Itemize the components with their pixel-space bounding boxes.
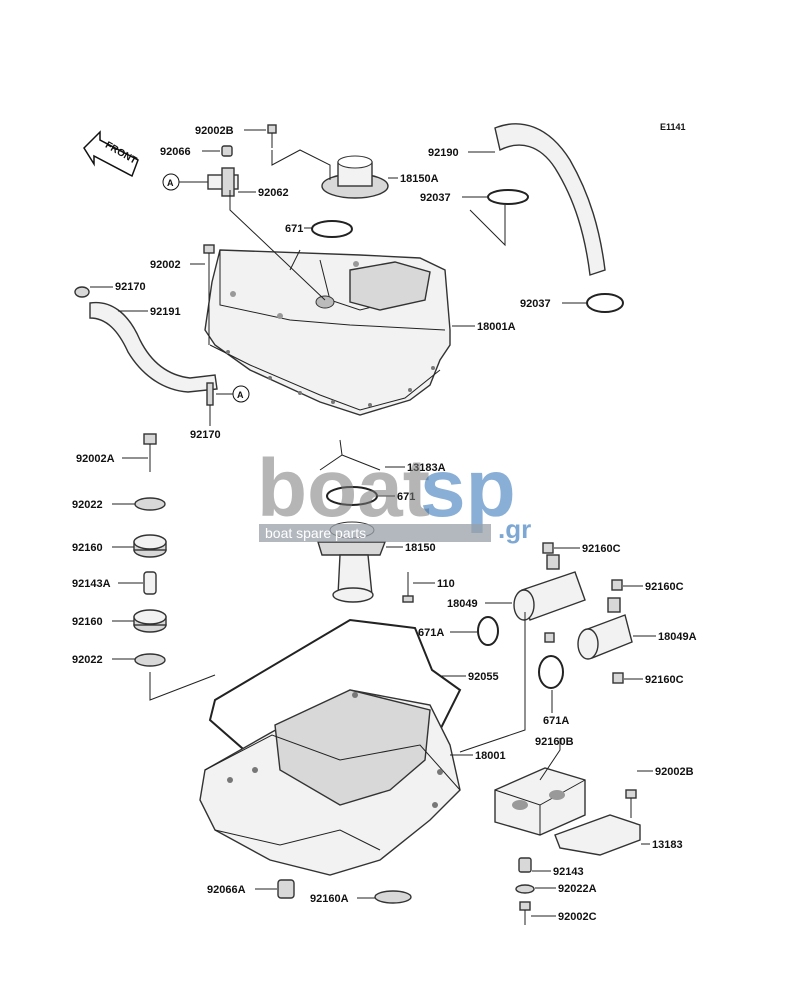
o-ring-mid [326,486,378,506]
tube-18049a [577,597,633,660]
label-92002: 92002 [150,259,181,271]
label-671A-bottom: 671A [543,715,569,727]
fitting-92062 [207,167,239,197]
bolt-92002 [203,244,215,275]
clip-92160c-bottom [612,672,624,684]
label-92190: 92190 [428,147,459,159]
label-18001: 18001 [475,750,506,762]
label-92160B: 92160B [535,736,574,748]
svg-text:boat spare parts: boat spare parts [265,525,366,541]
svg-text:A: A [167,178,174,188]
washer-92022-bottom [134,653,166,667]
hose-large [494,123,606,276]
label-92160-top: 92160 [72,542,103,554]
label-92037-top: 92037 [420,192,451,204]
part-labels: 92002B 92066 92062 18150A 92190 92037 67… [72,125,697,923]
label-671A-left: 671A [418,627,444,639]
inlet-flange-top [321,155,389,199]
stud-92170 [206,382,214,406]
front-arrow-icon: FRONT [83,130,139,178]
label-92002C: 92002C [558,911,597,923]
hose-clamp-right [586,293,624,313]
label-92160C-mid: 92160C [645,581,684,593]
air-box-cover [204,249,451,416]
label-92002B-right: 92002B [655,766,694,778]
svg-text:A: A [237,390,244,400]
label-92160C-bottom: 92160C [645,674,684,686]
hose-small [89,301,218,393]
plug-92066a [277,879,295,899]
collar-92143a [143,571,157,595]
collar-92143 [518,857,532,873]
label-92143A: 92143A [72,578,111,590]
label-92066: 92066 [160,146,191,158]
label-92160C-top: 92160C [582,543,621,555]
label-18049A: 18049A [658,631,697,643]
watermark-logo: boat sp boat spare parts .gr [257,443,531,544]
cap-92066 [221,145,233,157]
clip-92160c-top [542,542,554,554]
o-ring-top [311,220,353,238]
label-92022-bottom: 92022 [72,654,103,666]
label-92002A: 92002A [76,453,115,465]
grommet-92160a [374,890,412,904]
label-671-top: 671 [285,223,303,235]
label-92191: 92191 [150,306,181,318]
label-92022A: 92022A [558,883,597,895]
o-ring-671a-right [538,655,564,689]
air-box-case [199,689,461,876]
label-18001A: 18001A [477,321,516,333]
label-92055: 92055 [468,671,499,683]
o-ring-671a-left [477,616,499,646]
clip-small [544,632,555,643]
label-13183: 13183 [652,839,683,851]
grommet-92160-bottom [133,609,167,633]
label-13183A: 13183A [407,462,446,474]
label-92143: 92143 [553,866,584,878]
label-92170-bottom: 92170 [190,429,221,441]
svg-text:sp: sp [420,443,516,534]
label-92160-bottom: 92160 [72,616,103,628]
label-92022-top: 92022 [72,499,103,511]
clip-92160c-mid [611,579,623,591]
callout-a-bottom: A [216,385,250,403]
label-18150: 18150 [405,542,436,554]
block-92160b [494,767,586,836]
callout-a-top: A [162,173,208,191]
label-92160A: 92160A [310,893,349,905]
washer-92022-top [134,497,166,511]
bolt-92002b-right [625,789,637,818]
clip-92170 [74,286,90,298]
grommet-92160-top [133,534,167,558]
bolt-110 [402,572,414,603]
svg-text:.gr: .gr [498,514,531,544]
label-92037-right: 92037 [520,298,551,310]
label-92170-top: 92170 [115,281,146,293]
label-92062: 92062 [258,187,289,199]
tube-18049 [513,554,586,621]
label-18049: 18049 [447,598,478,610]
bolt-92002a [143,433,157,472]
label-18150A: 18150A [400,173,439,185]
washer-92022a [515,884,535,894]
label-671-mid: 671 [397,491,415,503]
label-110: 110 [437,578,455,590]
label-92002B: 92002B [195,125,234,137]
hose-clamp-top [487,189,529,205]
bolt-92002c [519,901,531,925]
bracket-13183a [319,439,381,471]
diagram-code: E1141 [660,122,686,132]
bolt-92002b [267,124,277,148]
bracket-13183 [554,814,641,856]
label-92066A: 92066A [207,884,246,896]
svg-text:boat: boat [257,443,430,534]
